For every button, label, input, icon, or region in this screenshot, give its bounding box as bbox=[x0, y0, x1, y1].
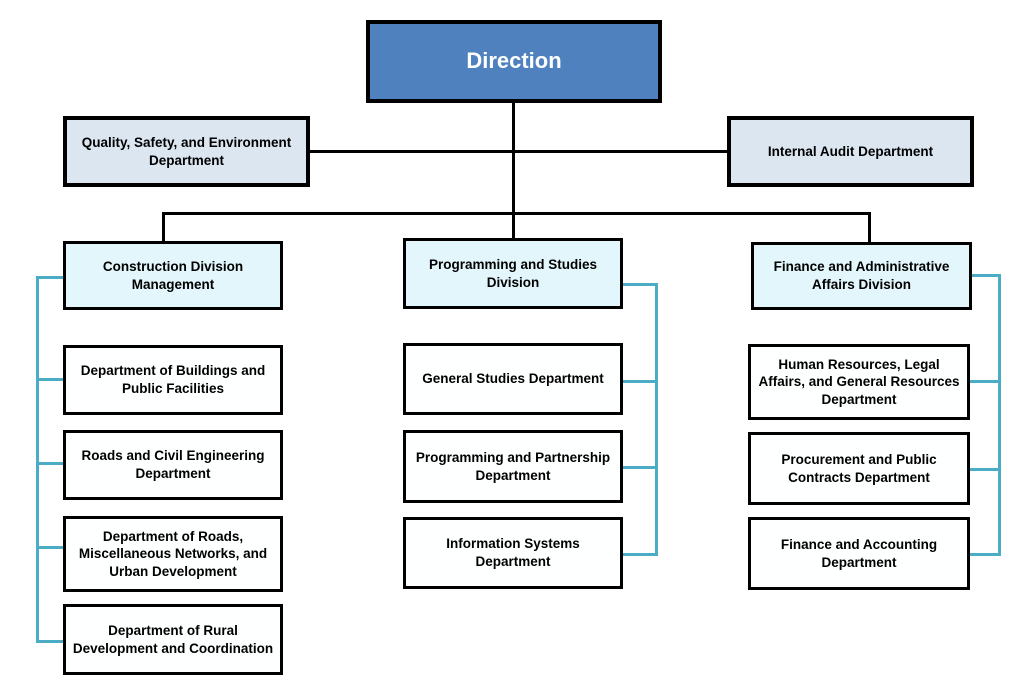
connector-finance-stub1-line bbox=[970, 380, 998, 383]
connector-construction-rail-line bbox=[36, 276, 39, 643]
org-node-finance-accounting: Finance and Accounting Department bbox=[748, 517, 970, 590]
connector-root-vertical-line bbox=[512, 103, 515, 239]
org-node-programming-studies-division: Programming and Studies Division bbox=[403, 238, 623, 309]
org-node-programming-partnership: Programming and Partnership Department bbox=[403, 430, 623, 503]
org-node-internal-audit: Internal Audit Department bbox=[727, 116, 974, 187]
connector-finance-elbow-bottom-line bbox=[970, 553, 998, 556]
connector-programming-elbow-bottom-line bbox=[623, 553, 655, 556]
org-node-construction-division: Construction Division Management bbox=[63, 241, 283, 310]
connector-staff-horizontal-line bbox=[310, 150, 727, 153]
connector-drop-finance-line bbox=[868, 212, 871, 242]
org-node-roads-civil-engineering: Roads and Civil Engineering Department bbox=[63, 430, 283, 500]
org-node-quality-safety-environment: Quality, Safety, and Environment Departm… bbox=[63, 116, 310, 187]
connector-construction-stub1-line bbox=[36, 378, 63, 381]
connector-finance-elbow-top-line bbox=[970, 274, 1001, 277]
connector-divisions-rail-line bbox=[162, 212, 871, 215]
org-node-buildings-public-facilities: Department of Buildings and Public Facil… bbox=[63, 345, 283, 415]
org-node-procurement-public-contracts: Procurement and Public Contracts Departm… bbox=[748, 432, 970, 505]
connector-programming-elbow-top-line bbox=[623, 283, 658, 286]
connector-construction-stub2-line bbox=[36, 462, 63, 465]
connector-finance-stub2-line bbox=[970, 468, 998, 471]
org-node-finance-admin-division: Finance and Administrative Affairs Divis… bbox=[751, 242, 972, 310]
connector-programming-stub2-line bbox=[623, 466, 655, 469]
connector-finance-rail-line bbox=[998, 274, 1001, 556]
connector-construction-stub3-line bbox=[36, 546, 63, 549]
org-node-information-systems: Information Systems Department bbox=[403, 517, 623, 589]
connector-programming-stub1-line bbox=[623, 380, 655, 383]
connector-construction-elbow-bottom-line bbox=[36, 640, 63, 643]
org-node-rural-development-coordination: Department of Rural Development and Coor… bbox=[63, 604, 283, 675]
connector-programming-rail-line bbox=[655, 283, 658, 556]
org-node-direction: Direction bbox=[366, 20, 662, 103]
org-node-hr-legal-general-resources: Human Resources, Legal Affairs, and Gene… bbox=[748, 344, 970, 420]
org-node-roads-networks-urban-development: Department of Roads, Miscellaneous Netwo… bbox=[63, 516, 283, 592]
connector-drop-construction-line bbox=[162, 212, 165, 241]
org-node-general-studies: General Studies Department bbox=[403, 343, 623, 415]
connector-construction-elbow-top-line bbox=[36, 276, 63, 279]
